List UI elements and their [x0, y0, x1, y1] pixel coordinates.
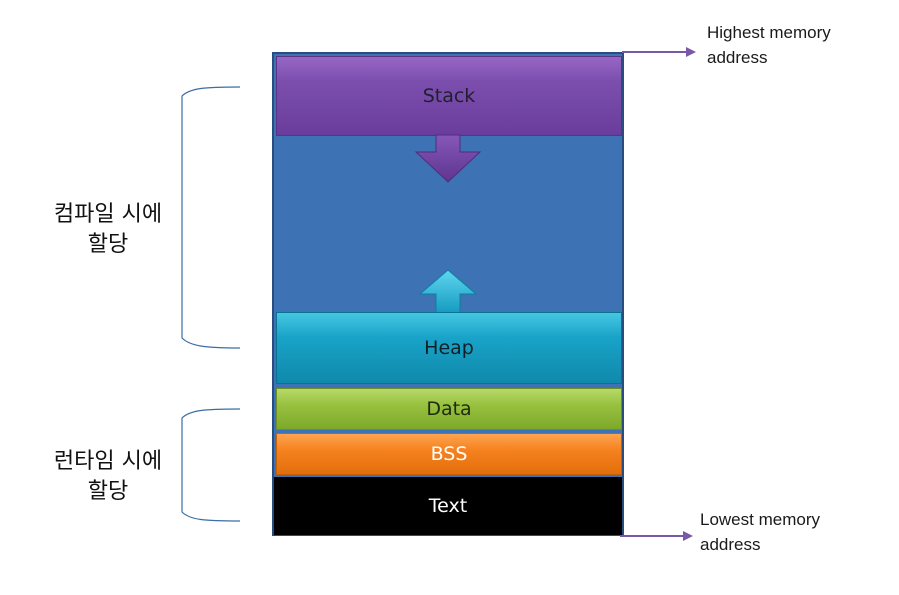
- upper-brace-icon: [181, 86, 241, 349]
- compile-time-allocation-label: 컴파일 시에 할당: [38, 200, 178, 260]
- bss-segment-label: BSS: [430, 443, 468, 465]
- runtime-allocation-label: 런타임 시에 할당: [38, 447, 178, 507]
- text-segment-label: Text: [428, 495, 468, 517]
- highest-address-line1: Highest memory: [707, 23, 831, 42]
- heap-segment: Heap: [276, 312, 622, 384]
- stack-growth-down-arrow-icon: [414, 134, 482, 183]
- text-segment: Text: [274, 477, 622, 535]
- lowest-address-line1: Lowest memory: [700, 510, 820, 529]
- data-segment: Data: [276, 388, 622, 430]
- lowest-address-line2: address: [700, 535, 761, 554]
- highest-address-line2: address: [707, 48, 768, 67]
- runtime-label-line2: 할당: [87, 479, 129, 504]
- compile-time-label-line1: 컴파일 시에: [53, 202, 163, 227]
- compile-time-label-line2: 할당: [87, 232, 129, 257]
- lower-brace-icon: [181, 408, 241, 522]
- bss-segment: BSS: [276, 433, 622, 475]
- heap-segment-label: Heap: [424, 337, 474, 359]
- lowest-memory-address-label: Lowest memory address: [700, 507, 820, 557]
- data-segment-label: Data: [426, 398, 472, 420]
- stack-segment-label: Stack: [422, 85, 476, 107]
- runtime-label-line1: 런타임 시에: [53, 449, 163, 474]
- highest-memory-address-label: Highest memory address: [707, 20, 831, 70]
- stack-segment: Stack: [276, 56, 622, 136]
